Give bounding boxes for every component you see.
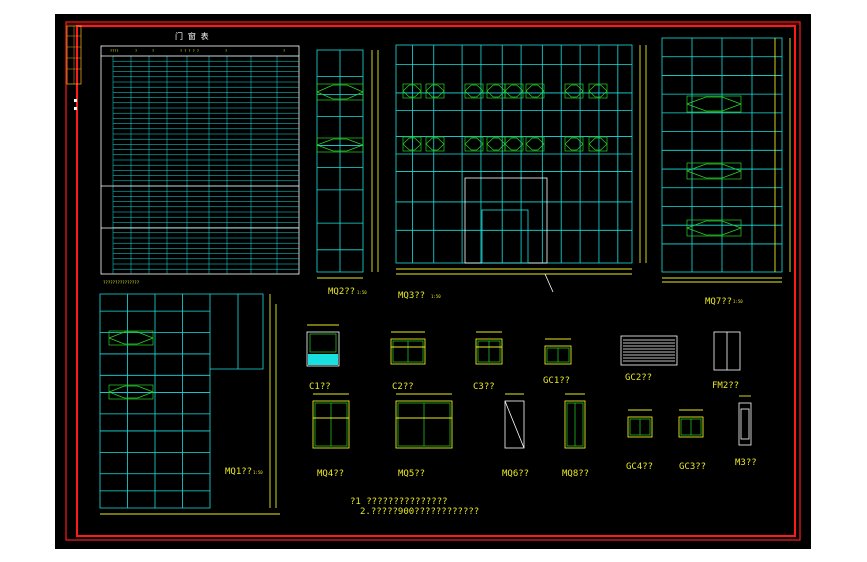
- label-gc1: GC1??: [543, 376, 570, 386]
- mq1-elevation: MQ1?? 1:50: [99, 293, 280, 515]
- svg-text:?: ?: [152, 49, 154, 53]
- label-gc2: GC2??: [625, 373, 652, 383]
- label-mq1: MQ1??: [225, 467, 252, 477]
- label-m3: M3??: [735, 458, 757, 468]
- mq7-elevation: MQ7?? 1:50: [661, 37, 791, 307]
- label-c3: C3??: [473, 382, 495, 392]
- schedule-header: ???? ? ? ? ? ? ? ? ? ?: [110, 49, 285, 53]
- svg-text:?: ?: [225, 49, 227, 53]
- svg-text:1:50: 1:50: [253, 470, 263, 475]
- label-mq2: MQ2??: [328, 287, 355, 297]
- label-gc3: GC3??: [679, 462, 706, 472]
- note-1: ?1 ???????????????: [350, 497, 448, 507]
- mq2-elevation: MQ2?? 1:50: [316, 49, 379, 297]
- outer-frame: [65, 21, 801, 541]
- label-mq7: MQ7??: [705, 297, 732, 307]
- drawing-sheet: [55, 14, 811, 549]
- label-mq8: MQ8??: [562, 469, 589, 479]
- drawing-notes: ?1 ??????????????? 2.?????900???????????…: [350, 497, 479, 517]
- note-2: 2.?????900????????????: [360, 507, 479, 517]
- svg-text:?: ?: [135, 49, 137, 53]
- label-fm2: FM2??: [712, 381, 739, 391]
- door-window-schedule: 门 窗 表 ???? ? ? ? ? ? ? ? ? ? ???????????…: [100, 31, 300, 285]
- inner-frame: [76, 25, 796, 537]
- label-mq5: MQ5??: [398, 469, 425, 479]
- svg-text:1:50: 1:50: [431, 294, 441, 299]
- mq3-elevation: MQ3?? 1:50: [395, 44, 647, 301]
- label-mq3: MQ3??: [398, 291, 425, 301]
- svg-text:1:50: 1:50: [357, 290, 367, 295]
- svg-text:?: ?: [283, 49, 285, 53]
- detail-labels: C1?? C2?? C3?? GC1?? GC2?? FM2?? MQ4?? M…: [309, 373, 757, 479]
- label-c1: C1??: [309, 382, 331, 392]
- label-mq4: MQ4??: [317, 469, 344, 479]
- window-door-details: [306, 324, 752, 449]
- schedule-note: ???????????????: [103, 280, 140, 285]
- cad-drawing: 门 窗 表 ???? ? ? ? ? ? ? ? ? ? ???????????…: [65, 21, 801, 541]
- schedule-grid: [100, 45, 300, 275]
- svg-text:????: ????: [110, 49, 118, 53]
- label-gc4: GC4??: [626, 462, 653, 472]
- svg-text:? ? ? ? ?: ? ? ? ? ?: [180, 49, 199, 53]
- label-c2: C2??: [392, 382, 414, 392]
- svg-text:1:50: 1:50: [733, 299, 743, 304]
- binding-strip: [66, 25, 82, 110]
- schedule-title: 门 窗 表: [175, 31, 209, 41]
- label-mq6: MQ6??: [502, 469, 529, 479]
